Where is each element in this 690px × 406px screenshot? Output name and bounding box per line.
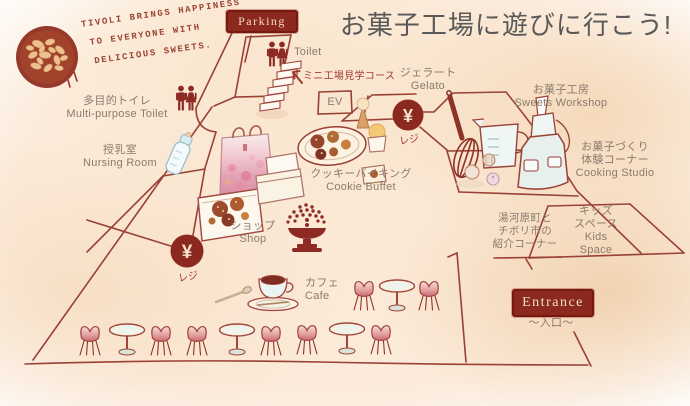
label-sweets-workshop: お菓子工房 Sweets Workshop <box>503 84 619 110</box>
fountain-icon <box>286 203 326 252</box>
yen-register-icon-shop: ¥ <box>170 234 204 268</box>
label-cooking-jp2: 体験コーナー <box>581 154 649 166</box>
cookie-box-icon <box>197 188 264 242</box>
coffee-cup-icon <box>247 275 299 312</box>
chair-icon <box>186 325 208 356</box>
ice-cream-icon <box>356 97 387 185</box>
label-nursing-en: Nursing Room <box>83 157 157 169</box>
arrow-up-left-icon <box>292 70 303 84</box>
label-shop-en: Shop <box>239 233 267 245</box>
label-kids-space: キッズ スペース Kids Space <box>558 205 634 257</box>
whisk-icon <box>446 90 484 188</box>
label-gelato-en: Gelato <box>410 80 446 92</box>
label-kids-en1: Kids <box>584 231 608 243</box>
page-title: お菓子工場に遊びに行こう! <box>339 10 673 40</box>
label-shop: ショップ Shop <box>214 220 292 246</box>
table-icon <box>378 279 416 312</box>
label-kids-jp2: スペース <box>574 218 618 230</box>
chair-icon <box>353 280 375 311</box>
table-icon <box>108 323 146 356</box>
label-intro-line1: 湯河原町と <box>498 212 552 224</box>
baby-bottle-icon <box>165 131 193 175</box>
label-cookie-buffet-en: Cookie Buffet <box>326 181 396 193</box>
label-cooking-studio: お菓子づくり 体験コーナー Cooking Studio <box>557 141 673 180</box>
spoon-icon <box>214 286 252 304</box>
label-multipurpose-jp: 多目的トイレ <box>83 95 151 107</box>
label-cafe-jp: カフェ <box>305 277 339 289</box>
label-workshop-en: Sweets Workshop <box>514 97 608 109</box>
yen-register-icon-gelato: ¥ <box>392 99 424 131</box>
label-elevator: EV <box>327 96 343 108</box>
pastries-icon <box>464 153 500 186</box>
label-gelato-jp: ジェラート <box>399 67 457 79</box>
label-nursing-jp: 授乳室 <box>103 144 137 156</box>
label-cafe: カフェ Cafe <box>305 277 349 303</box>
label-multipurpose-en: Multi-purpose Toilet <box>66 108 168 120</box>
cookie-tray-icon <box>297 126 367 166</box>
parking-badge: Parking <box>226 10 298 33</box>
label-cafe-en: Cafe <box>305 290 330 302</box>
entrance-badge: Entrance <box>512 289 594 317</box>
label-multipurpose-toilet: 多目的トイレ Multi-purpose Toilet <box>56 95 178 121</box>
apron-icon <box>517 95 571 190</box>
label-cookie-buffet: クッキーバイキング Cookie Buffet <box>298 168 424 194</box>
chair-icon <box>370 324 392 355</box>
yen-symbol: ¥ <box>182 242 193 263</box>
label-kids-en2: Space <box>579 244 613 256</box>
measuring-cup-icon <box>471 118 529 169</box>
stairs-icon <box>256 60 302 119</box>
table-icon <box>218 323 256 356</box>
gift-boxes-icon <box>255 152 305 205</box>
label-intro-line3: 紹介コーナー <box>492 238 558 250</box>
chair-icon <box>150 325 172 356</box>
chair-icon <box>79 325 101 356</box>
label-intro-line2: チボリ市の <box>498 225 552 237</box>
cafe-seating <box>79 279 440 356</box>
label-cooking-en: Cooking Studio <box>575 167 655 179</box>
chair-icon <box>296 324 318 355</box>
label-toilet: Toilet <box>294 46 322 58</box>
label-cookie-buffet-jp: クッキーバイキング <box>310 168 412 180</box>
label-entrance-sub: 〜入口〜 <box>528 317 574 329</box>
label-gelato: ジェラート Gelato <box>393 67 463 93</box>
table-icon <box>328 322 366 355</box>
yen-symbol: ¥ <box>403 106 413 126</box>
label-workshop-jp: お菓子工房 <box>532 84 590 96</box>
label-cooking-jp1: お菓子づくり <box>581 141 649 153</box>
label-mini-tour: ミニ工場見学コース <box>303 71 396 82</box>
label-intro-corner: 湯河原町と チボリ市の 紹介コーナー <box>489 212 561 251</box>
chair-icon <box>418 280 440 311</box>
label-kids-jp1: キッズ <box>579 205 613 217</box>
restroom-multipurpose-icon <box>176 85 197 111</box>
label-nursing-room: 授乳室 Nursing Room <box>68 144 172 170</box>
chair-icon <box>260 325 282 356</box>
label-shop-jp: ショップ <box>230 220 276 232</box>
almond-cookie-icon <box>16 26 78 88</box>
